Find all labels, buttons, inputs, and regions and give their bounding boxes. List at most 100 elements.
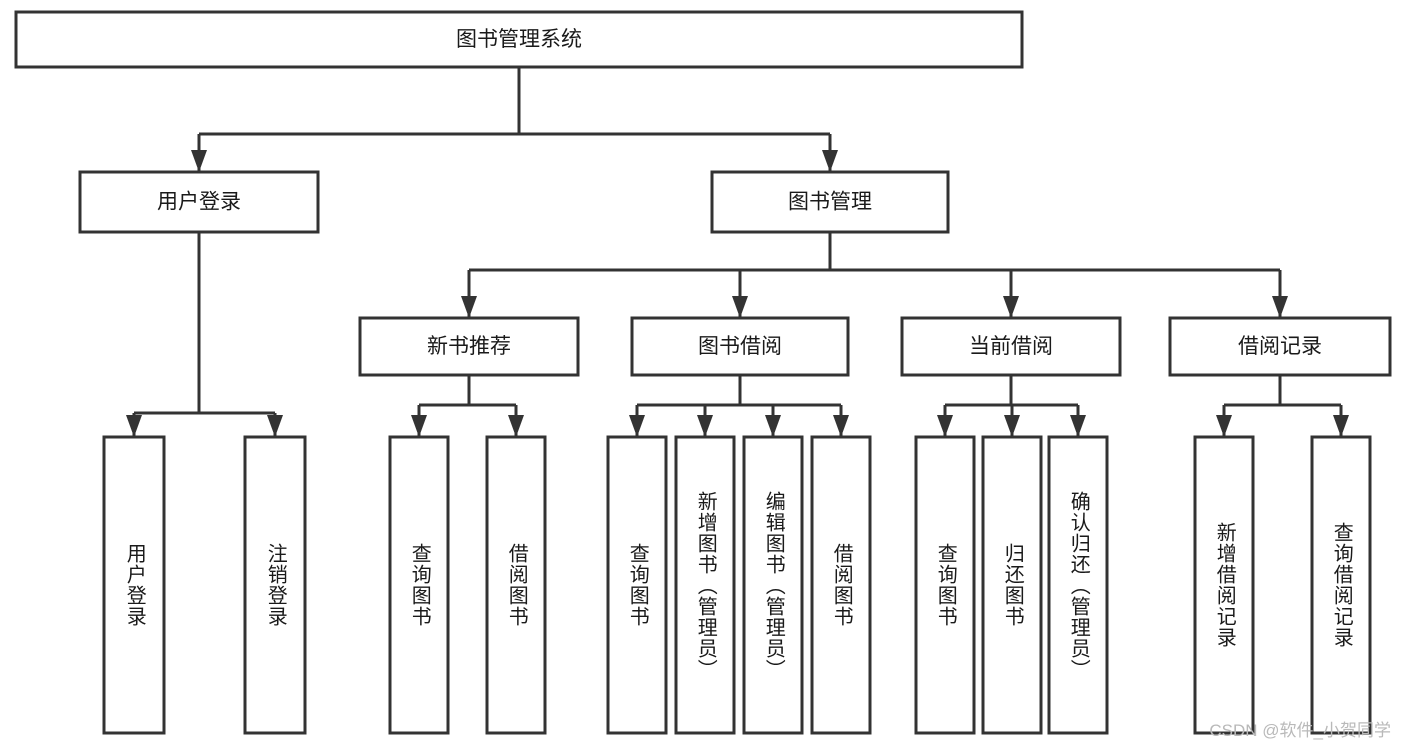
node-label: 确认归还（管理员）: [1067, 490, 1090, 680]
node-box: [810, 435, 872, 735]
arrow-head: [1216, 415, 1232, 437]
node-record-add[interactable]: 新增借阅记录: [1193, 435, 1255, 735]
node-label: 查询图书: [626, 543, 649, 627]
arrow-head: [126, 415, 142, 437]
arrow-head: [508, 415, 524, 437]
node-label-container: 借阅图书: [812, 437, 870, 733]
node-label: 图书管理系统: [456, 28, 582, 51]
node-label-wrap: 查询图书: [390, 437, 448, 733]
arrow-head: [833, 415, 849, 437]
arrow-head: [1004, 415, 1020, 437]
node-record-query[interactable]: 查询借阅记录: [1310, 435, 1372, 735]
node-box: [358, 316, 580, 377]
node-box: [485, 435, 547, 735]
node-borrow-record[interactable]: 借阅记录: [1168, 316, 1392, 377]
node-borrow-add-book[interactable]: 新增图书（管理员）: [674, 435, 736, 735]
arrow-head: [937, 415, 953, 437]
node-label-wrap: 借阅图书: [812, 437, 870, 733]
node-recommend-query-book[interactable]: 查询图书: [388, 435, 450, 735]
connector-layer: [126, 67, 1349, 437]
node-box: [742, 435, 804, 735]
node-label-container: 查询图书: [390, 437, 448, 733]
arrow-head: [1070, 415, 1086, 437]
node-user-logout-leaf[interactable]: 注销登录: [243, 435, 307, 735]
node-label-container: 编辑图书（管理员）: [744, 437, 802, 733]
node-box: [630, 316, 850, 377]
node-book-management[interactable]: 图书管理: [710, 170, 950, 234]
node-layer: 图书管理系统用户登录用户登录注销登录图书管理新书推荐查询图书借阅图书图书借阅查询…: [14, 10, 1392, 735]
node-user-login[interactable]: 用户登录: [78, 170, 320, 234]
node-label-container: 新增图书（管理员）: [676, 437, 734, 733]
node-label: 编辑图书（管理员）: [762, 490, 785, 680]
node-box: [102, 435, 166, 735]
node-label: 当前借阅: [969, 335, 1053, 358]
node-borrow-borrow-book[interactable]: 借阅图书: [810, 435, 872, 735]
node-borrow-query-book[interactable]: 查询图书: [606, 435, 668, 735]
arrow-head: [629, 415, 645, 437]
node-label-wrap: 注销登录: [245, 437, 305, 733]
arrow-head: [765, 415, 781, 437]
arrow-head: [822, 150, 838, 172]
node-box: [388, 435, 450, 735]
arrow-head: [191, 150, 207, 172]
node-label-wrap: 查询借阅记录: [1312, 437, 1370, 733]
node-label-container: 注销登录: [245, 437, 305, 733]
node-label-wrap: 新增借阅记录: [1195, 437, 1253, 733]
node-label-container: 新增借阅记录: [1195, 437, 1253, 733]
node-label: 借阅图书: [830, 543, 853, 627]
node-label: 图书管理: [788, 191, 872, 214]
node-box: [1047, 435, 1109, 735]
node-label: 查询借阅记录: [1330, 522, 1353, 648]
node-box: [1168, 316, 1392, 377]
node-label-container: 查询借阅记录: [1312, 437, 1370, 733]
node-label: 图书借阅: [698, 335, 782, 358]
node-recommend-borrow-book[interactable]: 借阅图书: [485, 435, 547, 735]
node-current-confirm-return[interactable]: 确认归还（管理员）: [1047, 435, 1109, 735]
node-box: [14, 10, 1024, 69]
node-box: [78, 170, 320, 234]
node-box: [710, 170, 950, 234]
node-current-query-book[interactable]: 查询图书: [914, 435, 976, 735]
node-label-container: 用户登录: [104, 437, 164, 733]
node-label-wrap: 用户登录: [104, 437, 164, 733]
node-label-container: 查询图书: [916, 437, 974, 733]
node-label-container: 查询图书: [608, 437, 666, 733]
node-root[interactable]: 图书管理系统: [14, 10, 1024, 69]
node-label-wrap: 借阅图书: [487, 437, 545, 733]
node-label: 查询图书: [934, 543, 957, 627]
node-label: 查询图书: [408, 543, 431, 627]
node-book-borrow[interactable]: 图书借阅: [630, 316, 850, 377]
arrow-head: [1003, 296, 1019, 318]
node-label-container: 归还图书: [1001, 543, 1024, 627]
node-current-return-book[interactable]: 归还图书: [981, 435, 1043, 735]
node-label: 借阅图书: [505, 543, 528, 627]
arrow-head: [411, 415, 427, 437]
node-label-wrap: 编辑图书（管理员）: [744, 437, 802, 733]
node-label: 归还图书: [1001, 543, 1024, 627]
node-box: [900, 316, 1122, 377]
node-label: 注销登录: [264, 543, 287, 627]
node-new-book-recommend[interactable]: 新书推荐: [358, 316, 580, 377]
node-label-container: 确认归还（管理员）: [1067, 490, 1090, 680]
node-box: [1310, 435, 1372, 735]
node-label: 用户登录: [123, 543, 146, 627]
node-box: [914, 435, 976, 735]
node-box: [1193, 435, 1255, 735]
node-box: [981, 435, 1043, 735]
arrow-head: [1272, 296, 1288, 318]
node-borrow-edit-book[interactable]: 编辑图书（管理员）: [742, 435, 804, 735]
node-box: [243, 435, 307, 735]
csdn-watermark: CSDN @软件_小贺同学: [1209, 721, 1391, 740]
node-label: 用户登录: [157, 191, 241, 214]
node-label-wrap: 新增图书（管理员）: [676, 437, 734, 733]
node-box: [674, 435, 736, 735]
node-label-wrap: 查询图书: [916, 437, 974, 733]
node-label-container: 借阅图书: [487, 437, 545, 733]
arrow-head: [1333, 415, 1349, 437]
node-label: 新书推荐: [427, 335, 511, 358]
node-current-borrow[interactable]: 当前借阅: [900, 316, 1122, 377]
node-label-wrap: 查询图书: [608, 437, 666, 733]
arrow-head: [732, 296, 748, 318]
node-user-login-leaf[interactable]: 用户登录: [102, 435, 166, 735]
